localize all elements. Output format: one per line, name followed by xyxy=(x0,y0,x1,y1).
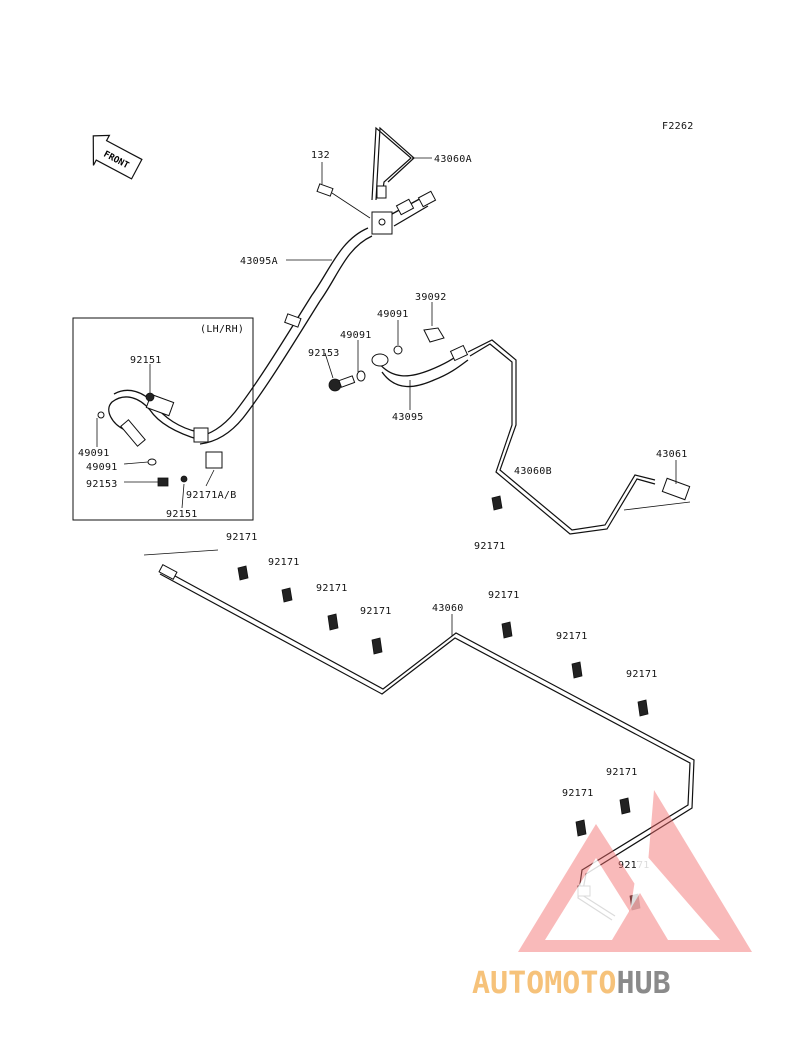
callout-inset-92151-top: 92151 xyxy=(130,355,162,366)
callout-92171-9: 92171 xyxy=(618,860,650,871)
watermark-text: AUTOMOTOHUB xyxy=(472,966,671,1001)
callout-92153-mid: 92153 xyxy=(308,348,340,359)
watermark-part2: HUB xyxy=(617,966,671,1001)
callout-39092: 39092 xyxy=(415,292,447,303)
callout-43095: 43095 xyxy=(392,412,424,423)
front-arrow-icon: FRONT xyxy=(92,134,143,180)
callout-inset-92153: 92153 xyxy=(86,479,118,490)
callout-49091-top: 49091 xyxy=(377,309,409,320)
fitting-43061 xyxy=(623,477,691,511)
callout-92171-3: 92171 xyxy=(360,606,392,617)
callout-92171-4: 92171 xyxy=(488,590,520,601)
hose-43095A xyxy=(195,190,437,445)
callout-49091-mid: 49091 xyxy=(340,330,372,341)
watermark-logo xyxy=(518,790,752,952)
callout-92171-b: 92171 xyxy=(474,541,506,552)
callout-43060B: 43060B xyxy=(514,466,552,477)
callout-inset-49091-b: 49091 xyxy=(86,462,118,473)
callout-92171-1: 92171 xyxy=(268,557,300,568)
callout-92171-7: 92171 xyxy=(606,767,638,778)
bolt-132 xyxy=(316,183,371,219)
callout-43060A: 43060A xyxy=(434,154,472,165)
callout-92171-6: 92171 xyxy=(626,669,658,680)
figure-code: F2262 xyxy=(662,121,694,132)
callout-43060: 43060 xyxy=(432,603,464,614)
inset-title: (LH/RH) xyxy=(200,324,244,335)
leader-lines xyxy=(96,157,677,636)
inset-caliper-hose xyxy=(97,389,223,487)
callout-labels: 132 43060A 43095A 39092 49091 49091 9215… xyxy=(78,150,688,871)
bolt-92153-mid xyxy=(328,345,403,392)
inset-box xyxy=(72,317,254,521)
clamp-92171-b xyxy=(491,495,503,511)
clip-39092 xyxy=(423,327,445,343)
callout-43095A: 43095A xyxy=(240,256,278,267)
brake-pipe-43060A xyxy=(371,126,415,201)
callout-43061: 43061 xyxy=(656,449,688,460)
callout-132: 132 xyxy=(311,150,330,161)
brake-pipe-43060B xyxy=(467,339,656,535)
callout-inset-49091-a: 49091 xyxy=(78,448,110,459)
callout-92171-8: 92171 xyxy=(562,788,594,799)
callout-92171-5: 92171 xyxy=(556,631,588,642)
callout-inset-92151-bottom: 92151 xyxy=(166,509,198,520)
callout-92171-left: 92171 xyxy=(226,532,258,543)
callout-inset-92171AB: 92171A/B xyxy=(186,490,237,501)
hose-43095 xyxy=(371,344,469,388)
callout-92171-2: 92171 xyxy=(316,583,348,594)
watermark-part1: AUTOMOTO xyxy=(472,966,617,1001)
